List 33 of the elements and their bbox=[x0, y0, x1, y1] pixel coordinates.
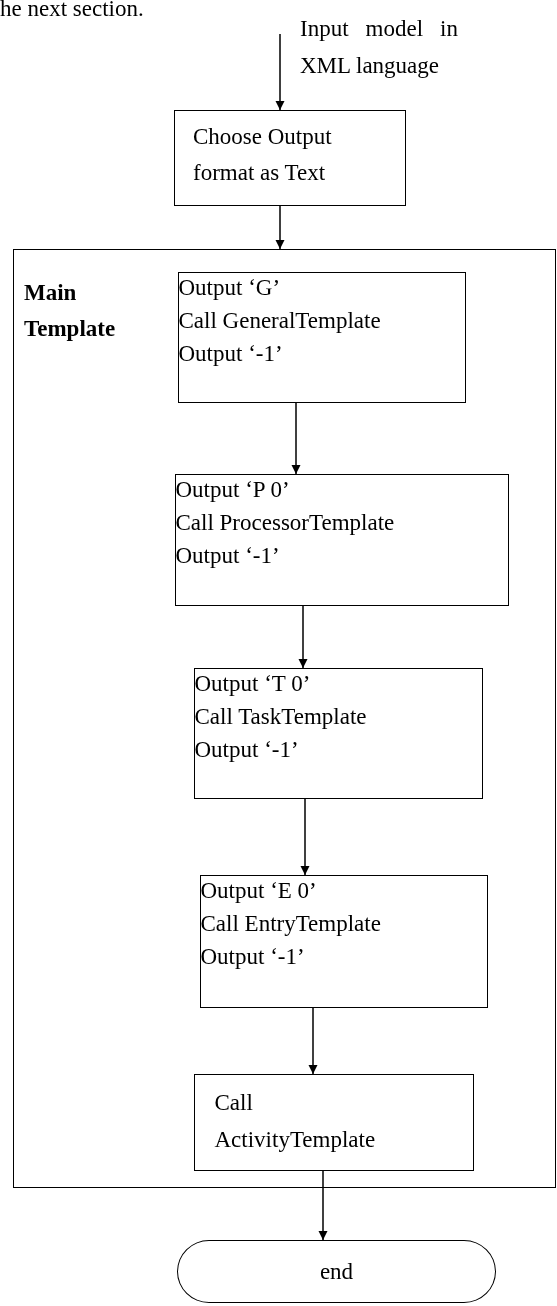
node-text: Output ‘-1’ bbox=[178, 339, 284, 368]
process-box bbox=[193, 1073, 474, 1171]
edge-label: Input model in XML language bbox=[300, 15, 458, 80]
arrow bbox=[275, 205, 285, 250]
arrow bbox=[318, 1170, 328, 1241]
process-box bbox=[193, 667, 483, 799]
node-text: Call GeneralTemplate bbox=[178, 306, 382, 335]
node-text: Choose Output format as Text bbox=[193, 123, 333, 187]
process-box bbox=[177, 271, 466, 403]
process-box bbox=[199, 874, 488, 1008]
node-text: Output ‘P 0’ bbox=[175, 475, 291, 504]
arrow bbox=[275, 33, 285, 111]
arrow bbox=[308, 1007, 318, 1075]
arrow bbox=[298, 605, 308, 669]
template-frame bbox=[13, 249, 556, 1188]
arrow bbox=[300, 798, 310, 876]
process-box bbox=[174, 473, 509, 606]
node-text: Call ActivityTemplate bbox=[214, 1088, 377, 1154]
node-text: Output ‘-1’ bbox=[194, 735, 300, 764]
node-text: Call EntryTemplate bbox=[200, 909, 382, 938]
node-text: Output ‘T 0’ bbox=[194, 669, 312, 698]
arrow bbox=[291, 402, 301, 475]
frame-heading: Main Template bbox=[24, 279, 117, 343]
node-text: Call TaskTemplate bbox=[194, 702, 368, 731]
node-text: end bbox=[319, 1257, 354, 1286]
body-text: he next section. bbox=[0, 0, 144, 21]
terminal-shape bbox=[177, 1240, 496, 1303]
node-text: Output ‘E 0’ bbox=[200, 876, 318, 905]
node-text: Output ‘G’ bbox=[178, 273, 282, 302]
process-box bbox=[174, 110, 406, 206]
node-text: Call ProcessorTemplate bbox=[175, 508, 396, 537]
node-text: Output ‘-1’ bbox=[200, 942, 306, 971]
node-text: Output ‘-1’ bbox=[175, 541, 281, 570]
